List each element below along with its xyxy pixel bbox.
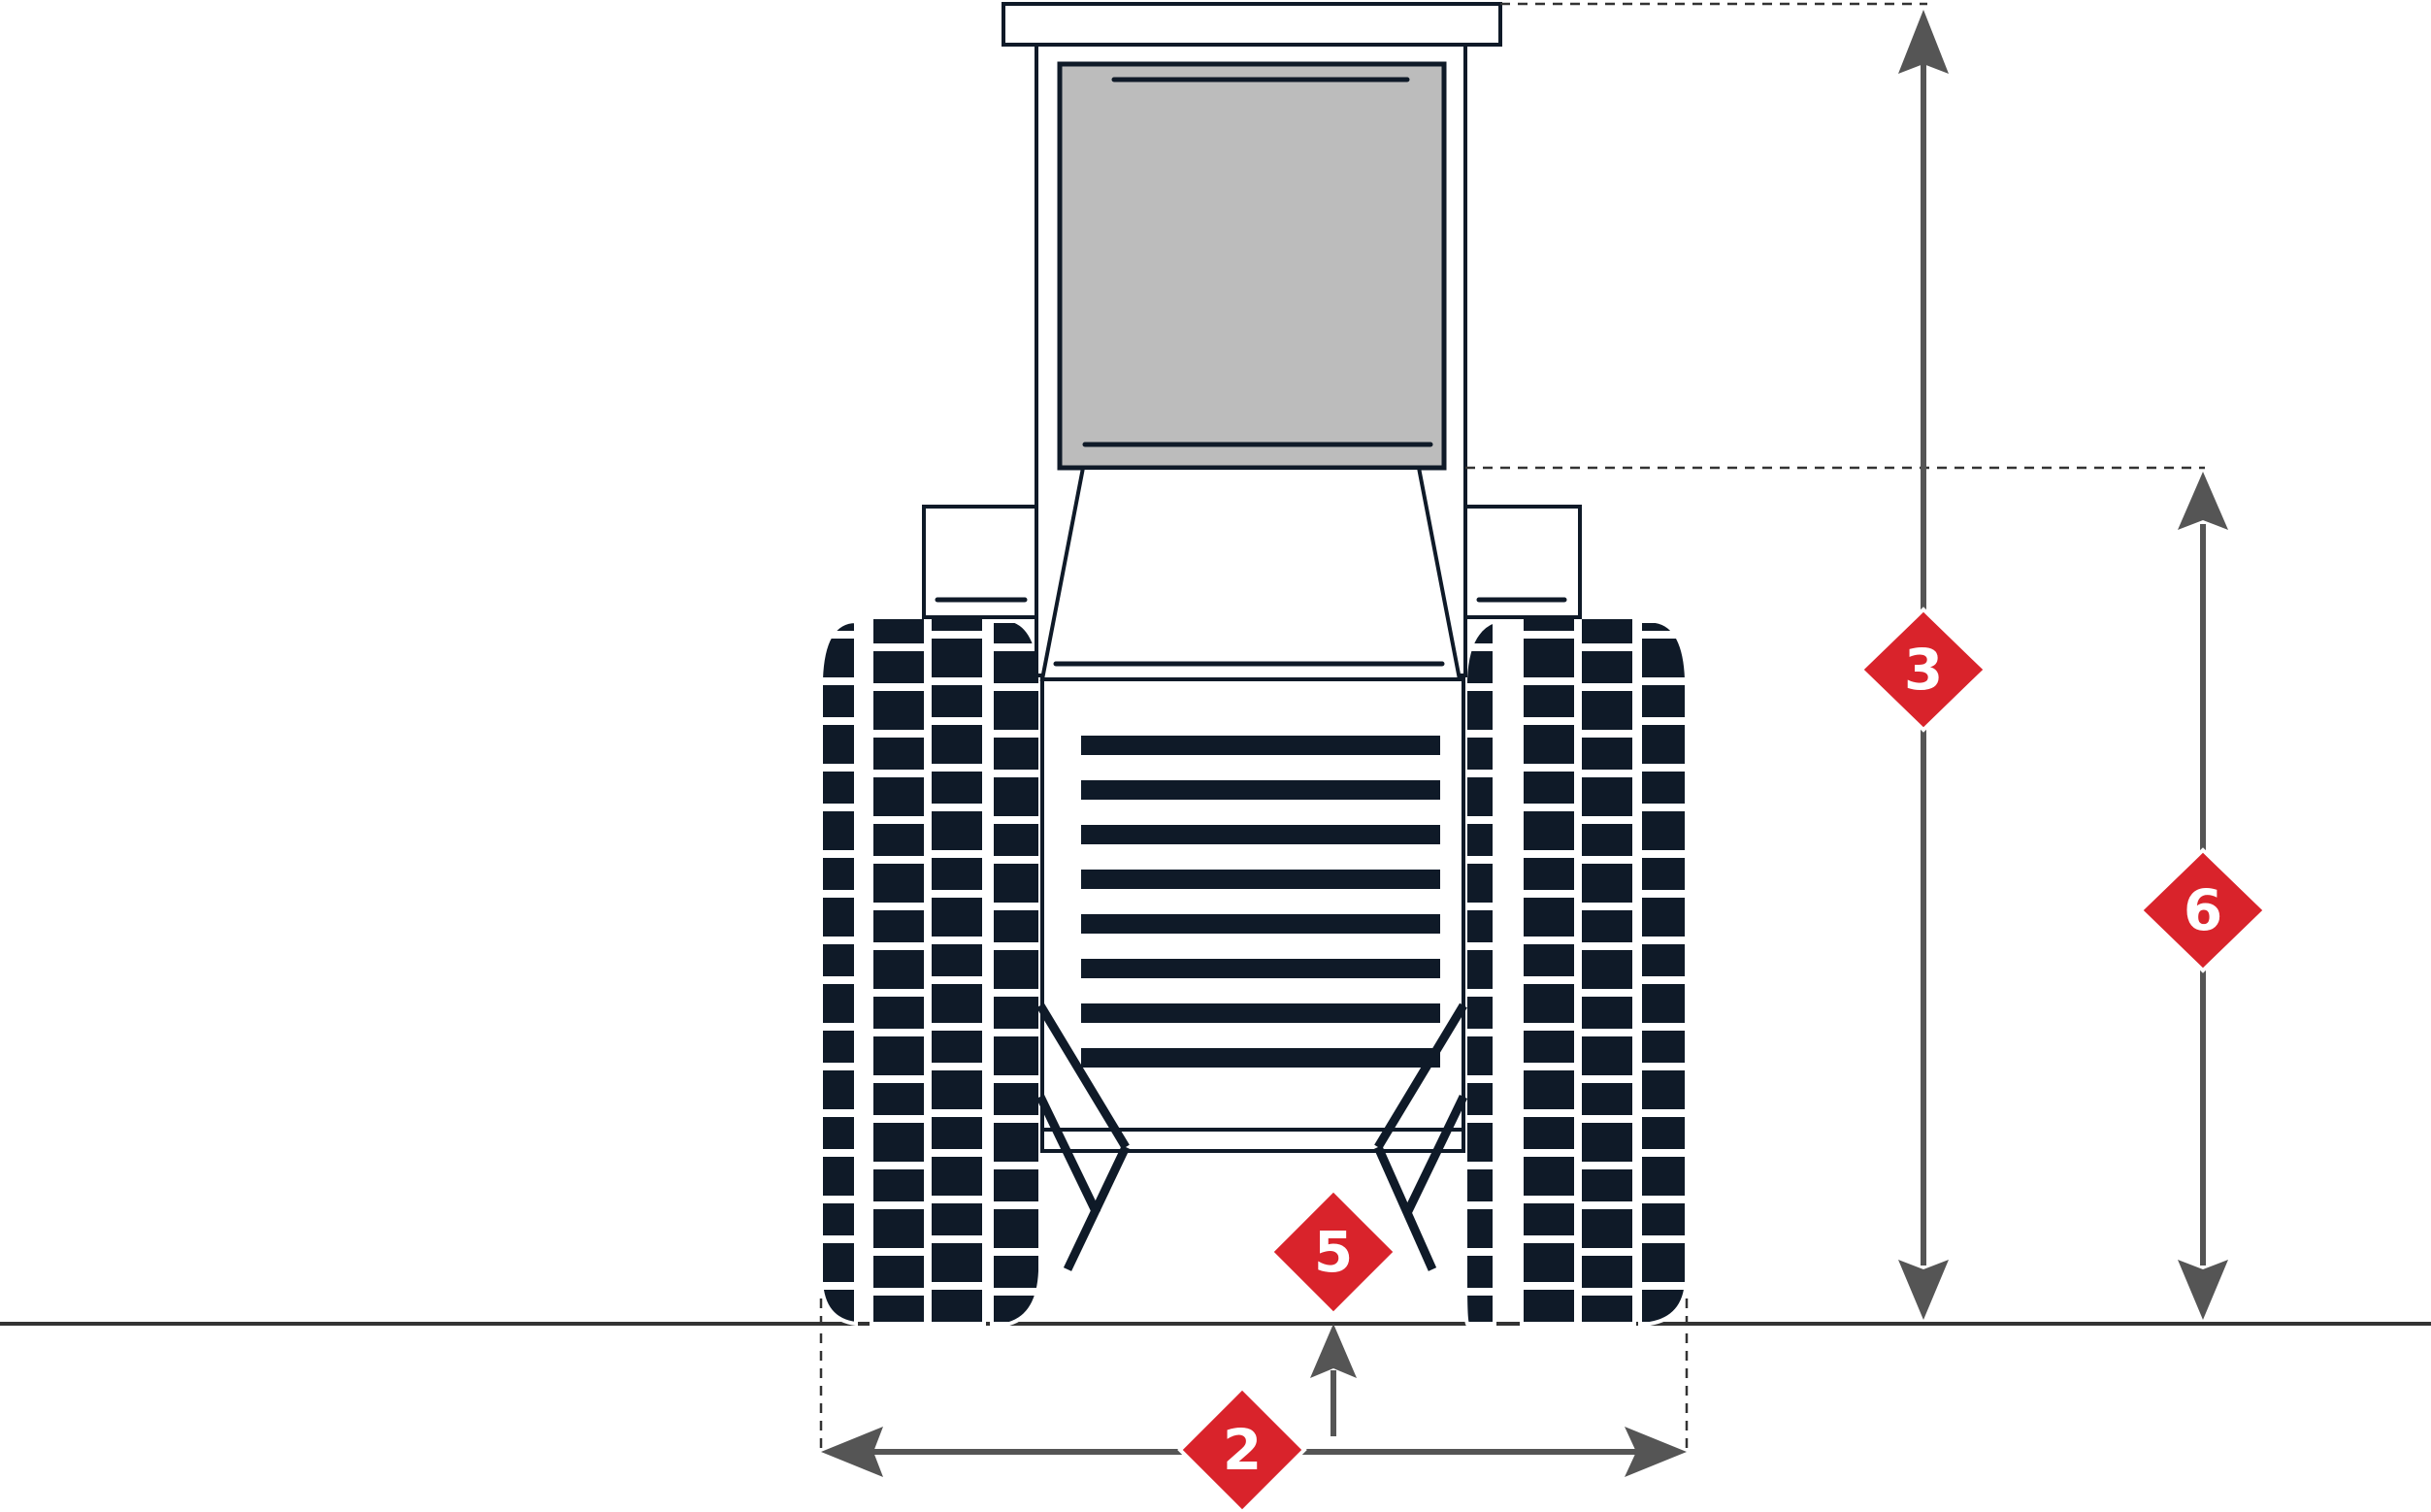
right-fender <box>1463 505 1582 619</box>
left-rear-tire <box>819 615 1042 1327</box>
diamond-marker-icon <box>1268 1187 1398 1317</box>
marker-5: 5 <box>1268 1187 1398 1317</box>
marker-2-label: 2 <box>1223 1417 1262 1483</box>
marker-3: 3 <box>1858 607 1988 733</box>
marker-6-label: 6 <box>2184 877 2222 943</box>
marker-2: 2 <box>1177 1385 1307 1512</box>
cab <box>1002 2 1502 677</box>
extension-lines <box>819 2 2205 1456</box>
ground-clearance-dimension <box>1310 1324 1357 1436</box>
front-axle <box>1035 1003 1468 1271</box>
diamond-marker-icon <box>1177 1385 1307 1512</box>
grille <box>1040 677 1465 1153</box>
left-fender <box>922 505 1040 619</box>
diamond-marker-icon <box>2138 847 2268 973</box>
marker-5-label: 5 <box>1314 1219 1353 1285</box>
hood <box>1039 466 1462 681</box>
cab-window <box>1057 61 1447 471</box>
diamond-marker-icon <box>1858 607 1988 733</box>
cab-roof <box>1002 2 1502 47</box>
right-rear-tire <box>1463 615 1689 1326</box>
marker-6: 6 <box>2138 847 2268 973</box>
marker-3-label: 3 <box>1904 637 1943 703</box>
